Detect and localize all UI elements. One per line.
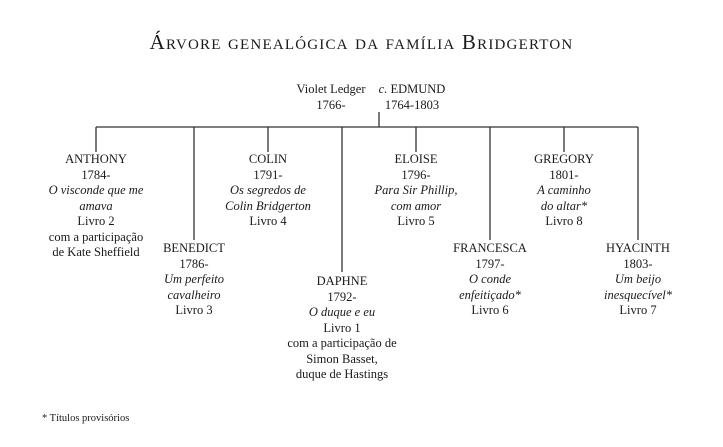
book-number: Livro 6 <box>471 303 509 317</box>
marriage-prefix: c. <box>378 82 388 96</box>
book-title-line: com amor <box>390 198 442 213</box>
mother-node: Violet Ledger 1766- <box>285 82 377 113</box>
mother-years: 1766- <box>316 97 346 112</box>
father-node: c. EDMUND 1764-1803 <box>376 82 448 113</box>
book-number: Livro 4 <box>249 214 287 228</box>
participation-line: de Kate Sheffield <box>52 245 140 259</box>
child-name: FRANCESCA <box>453 241 527 255</box>
book-title-line: inesquecível* <box>603 287 673 302</box>
participation-line: com a participação <box>48 229 144 244</box>
book-title-line: Um beijo <box>614 272 662 286</box>
child-years: 1784- <box>81 167 111 182</box>
book-title-line: enfeitiçado* <box>459 287 521 302</box>
book-title-line: O duque e eu <box>308 305 376 319</box>
child-years: 1791- <box>253 167 283 182</box>
child-years: 1796- <box>401 167 431 182</box>
book-title-line: Um perfeito <box>163 272 225 286</box>
participation-line: com a participação de <box>287 336 397 350</box>
child-name: GREGORY <box>534 152 594 166</box>
child-years: 1803- <box>623 256 653 271</box>
footnote: * Títulos provisórios <box>42 413 130 424</box>
mother-name: Violet Ledger <box>296 82 366 96</box>
child-name: COLIN <box>248 152 288 166</box>
participation-line: duque de Hastings <box>295 367 389 381</box>
book-title-line: cavalheiro <box>167 287 221 302</box>
book-title-line: Colin Bridgerton <box>225 198 311 213</box>
book-number: Livro 1 <box>323 320 361 335</box>
page-title: Árvore genealógica da família Bridgerton <box>149 30 574 54</box>
book-number: Livro 8 <box>545 214 583 228</box>
book-title-line: A caminho <box>537 183 591 197</box>
child-name: BENEDICT <box>163 241 225 255</box>
child-name: DAPHNE <box>316 274 368 288</box>
father-name: EDMUND <box>390 82 446 96</box>
book-title-line: do altar* <box>540 198 588 213</box>
book-number: Livro 3 <box>175 303 213 317</box>
book-title-line: amava <box>79 198 113 213</box>
child-years: 1792- <box>327 289 357 304</box>
child-name: HYACINTH <box>606 241 670 255</box>
book-title-line: O visconde que me <box>48 183 144 197</box>
child-name: ANTHONY <box>65 152 127 166</box>
book-title-line: Os segredos de <box>230 183 306 197</box>
child-years: 1797- <box>475 256 505 271</box>
book-number: Livro 5 <box>397 214 435 228</box>
child-name: ELOISE <box>394 152 438 166</box>
child-years: 1786- <box>179 256 209 271</box>
book-title-line: O conde <box>469 272 511 286</box>
book-number: Livro 7 <box>619 303 657 317</box>
child-years: 1801- <box>549 167 579 182</box>
book-title-line: Para Sir Phillip, <box>374 183 458 197</box>
participation-line: Simon Basset, <box>306 351 378 366</box>
book-number: Livro 2 <box>77 214 115 228</box>
father-years: 1764-1803 <box>384 97 440 112</box>
